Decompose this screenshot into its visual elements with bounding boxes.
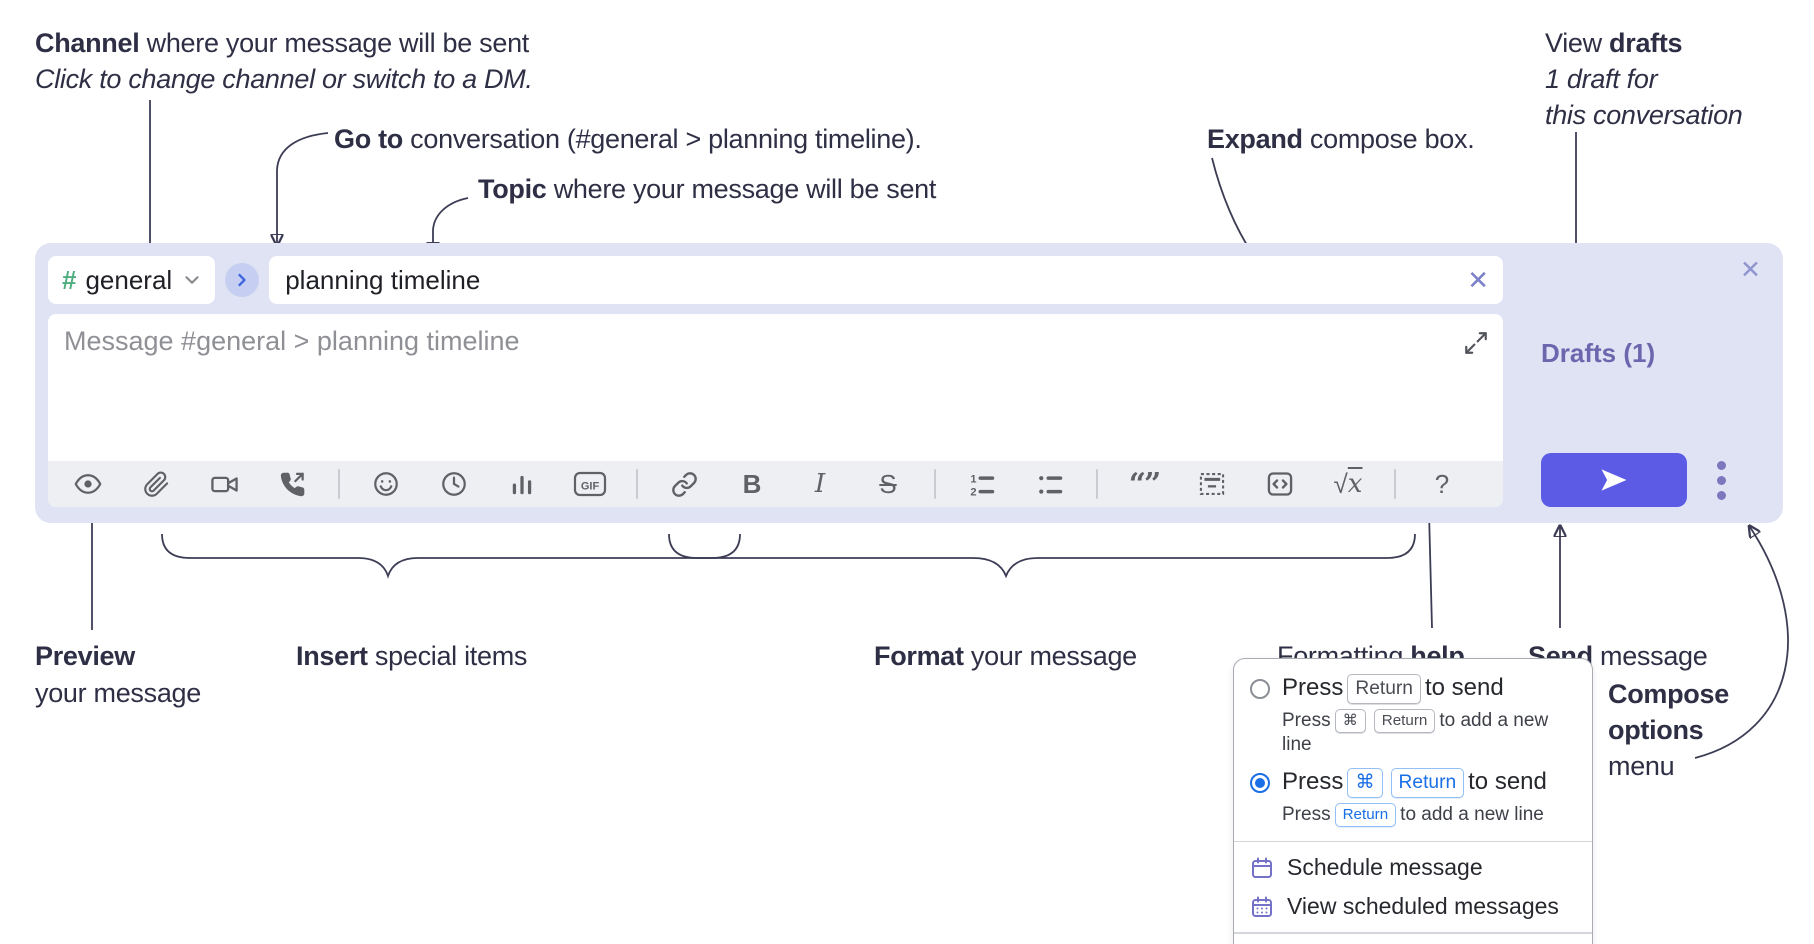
compose-options-menu-button[interactable] (1717, 460, 1726, 500)
channel-hash-icon: # (62, 264, 77, 295)
toolbar-divider (1394, 469, 1396, 499)
annotation-topic: Topic where your message will be sent (478, 174, 937, 204)
message-textarea[interactable]: Message #general > planning timeline (64, 326, 520, 356)
svg-text:1: 1 (970, 473, 976, 485)
emoji-button[interactable] (364, 467, 408, 501)
drafts-link[interactable]: Drafts (1) (1541, 338, 1656, 368)
view-scheduled-messages-item[interactable]: View scheduled messages (1234, 887, 1592, 926)
time-button[interactable] (432, 467, 476, 501)
toolbar-divider (1096, 469, 1098, 499)
popup-divider (1234, 932, 1592, 934)
annotation-drafts-sub2: this conversation (1545, 100, 1743, 130)
annotation-view-drafts: View drafts (1545, 28, 1683, 58)
topic-value: planning timeline (285, 264, 481, 295)
strikethrough-button[interactable]: S (879, 468, 897, 499)
toolbar-divider (338, 469, 340, 499)
code-button[interactable] (1258, 467, 1302, 501)
message-formatting-help-button[interactable]: ? (1434, 468, 1450, 499)
annotation-insert: Insert special items (296, 641, 528, 671)
bulleted-list-button[interactable] (1028, 467, 1072, 501)
math-button[interactable]: √x (1333, 468, 1363, 500)
toolbar-divider (636, 469, 638, 499)
radio-selected-icon[interactable] (1250, 773, 1270, 794)
italic-button[interactable]: I (814, 469, 826, 499)
save-draft-item[interactable]: Save draft and start a new message (1234, 940, 1592, 944)
gif-button[interactable]: GIF (568, 467, 612, 501)
poll-button[interactable] (500, 467, 544, 501)
spoiler-button[interactable] (1190, 467, 1234, 501)
toolbar-divider (934, 469, 936, 499)
popup-divider (1234, 840, 1592, 843)
topic-input[interactable]: planning timeline ✕ (269, 256, 1503, 304)
go-to-conversation-button[interactable] (225, 263, 260, 297)
svg-text:2: 2 (970, 487, 976, 498)
bold-button[interactable]: B (742, 468, 762, 499)
annotation-channel: Channel where your message will be sent (35, 28, 530, 58)
calendar-icon (1252, 857, 1272, 878)
annotation-goto: Go to conversation (#general > planning … (334, 124, 922, 154)
schedule-message-item[interactable]: Schedule message (1234, 848, 1592, 887)
annotation-expand: Expand compose box. (1207, 124, 1475, 154)
video-call-button[interactable] (202, 467, 246, 501)
annotation-drafts-sub1: 1 draft for (1545, 64, 1658, 94)
channel-name: general (85, 264, 173, 295)
close-compose-icon[interactable]: ✕ (1740, 256, 1761, 284)
annotation-compose-options: Compose (1608, 679, 1729, 709)
annotation-compose-options2: options (1608, 715, 1704, 745)
voice-call-button[interactable] (270, 467, 314, 501)
expand-compose-icon[interactable] (1463, 330, 1489, 361)
send-button[interactable] (1541, 453, 1687, 507)
radio-unselected-icon[interactable] (1250, 679, 1270, 700)
annotation-compose-options3: menu (1608, 751, 1675, 781)
channel-selector[interactable]: # general (48, 256, 216, 304)
chevron-down-icon (185, 276, 199, 284)
attach-file-button[interactable] (134, 467, 178, 501)
link-button[interactable] (662, 467, 706, 501)
svg-text:GIF: GIF (581, 481, 600, 493)
annotation-preview: Preview (35, 641, 135, 671)
message-box: Message #general > planning timeline (48, 314, 1503, 507)
calendar-grid-icon (1252, 896, 1272, 917)
annotation-preview-sub: your message (35, 678, 201, 708)
preview-button[interactable] (66, 467, 110, 501)
annotation-channel-sub: Click to change channel or switch to a D… (35, 64, 533, 94)
topic-clear-icon[interactable]: ✕ (1467, 265, 1489, 295)
chevron-right-icon (238, 273, 246, 287)
send-icon (1601, 469, 1627, 491)
quote-button[interactable]: “” (1128, 466, 1162, 502)
compose-box: # general planning timeline ✕ (35, 243, 1783, 523)
annotation-format: Format your message (874, 641, 1137, 671)
